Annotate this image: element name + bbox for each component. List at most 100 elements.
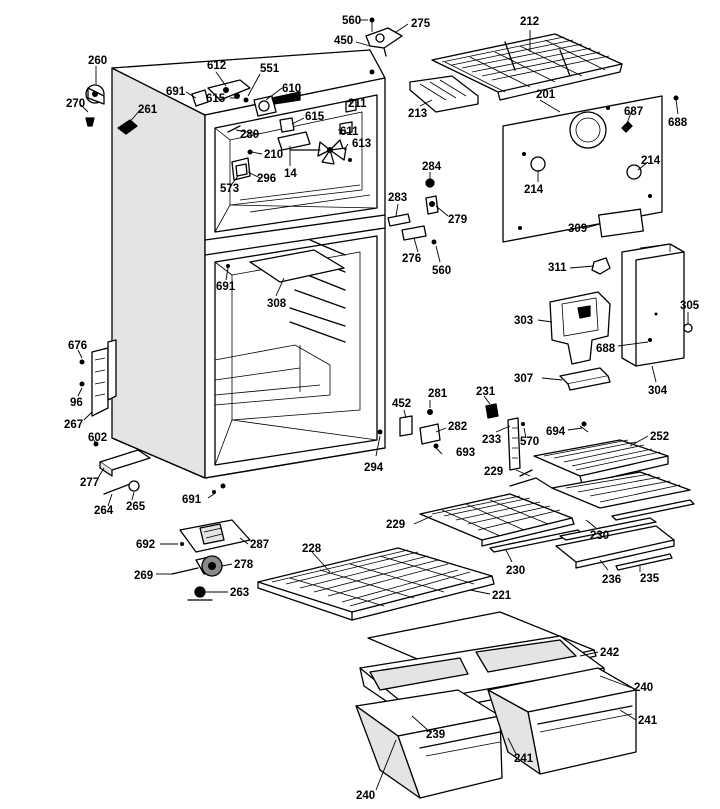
callout-278: 278 <box>234 559 254 571</box>
callout-294: 294 <box>364 462 384 474</box>
callout-691-b: 691 <box>216 281 236 293</box>
callout-613: 613 <box>352 138 371 150</box>
callout-264: 264 <box>94 505 114 517</box>
callout-231: 231 <box>476 386 496 398</box>
callout-267: 267 <box>64 419 83 431</box>
callout-303: 303 <box>514 315 533 327</box>
callout-239: 239 <box>426 729 445 741</box>
part-228-shelf <box>257 547 495 621</box>
callout-676: 676 <box>68 340 87 352</box>
callout-693: 693 <box>456 447 475 459</box>
part-229-shelf-upper <box>509 469 691 509</box>
callout-275: 275 <box>411 18 431 30</box>
callout-687: 687 <box>624 106 643 118</box>
part-201-evaporator-cover <box>502 95 679 243</box>
part-cluster-damper <box>387 178 439 245</box>
part-cluster-center-hardware <box>399 403 589 471</box>
callout-228: 228 <box>302 543 322 555</box>
callout-252: 252 <box>650 431 669 443</box>
callout-240-a: 240 <box>634 682 653 694</box>
part-229-shelf <box>419 493 575 547</box>
callout-240-b: 240 <box>356 790 375 802</box>
callout-308: 308 <box>267 298 287 310</box>
callout-211: 211 <box>348 98 367 110</box>
part-230-rails <box>489 499 695 553</box>
part-cluster-leveling <box>99 449 216 495</box>
callout-229-b: 229 <box>386 519 405 531</box>
callout-611: 611 <box>340 126 359 138</box>
part-307-bracket <box>559 367 611 391</box>
callout-691-a: 691 <box>166 86 186 98</box>
callout-694: 694 <box>546 426 566 438</box>
callout-287: 287 <box>250 539 269 551</box>
callout-96: 96 <box>70 397 83 409</box>
callout-560-b: 560 <box>432 265 451 277</box>
part-260-hinge <box>85 84 105 127</box>
callout-284: 284 <box>422 161 442 173</box>
leader-lines <box>77 19 689 791</box>
callout-296: 296 <box>257 173 276 185</box>
callout-241-a: 241 <box>638 715 658 727</box>
part-275-hinge <box>365 17 403 57</box>
callout-230-a: 230 <box>590 530 609 542</box>
part-303-control-housing <box>549 291 611 365</box>
callout-14: 14 <box>284 168 297 180</box>
callout-304: 304 <box>648 385 668 397</box>
part-241-crisper-drawer-right <box>487 667 637 775</box>
callout-236: 236 <box>602 574 621 586</box>
part-304-air-duct <box>621 243 693 367</box>
callout-235: 235 <box>640 573 660 585</box>
callout-233: 233 <box>482 434 501 446</box>
callout-281: 281 <box>428 388 448 400</box>
callout-214-b: 214 <box>641 155 661 167</box>
callout-311: 311 <box>548 262 567 274</box>
callout-570: 570 <box>520 436 539 448</box>
callout-610: 610 <box>282 83 301 95</box>
part-213-ice-tray <box>409 75 479 113</box>
callout-277: 277 <box>80 477 99 489</box>
fan-blade-icon <box>317 139 347 165</box>
callout-221: 221 <box>492 590 512 602</box>
callout-283: 283 <box>388 192 407 204</box>
callout-688-a: 688 <box>668 117 688 129</box>
part-239-crisper-frame <box>359 635 605 717</box>
callout-279: 279 <box>448 214 467 226</box>
part-236-drawer-frame <box>555 525 675 571</box>
callout-201: 201 <box>536 89 556 101</box>
callout-282: 282 <box>448 421 467 433</box>
part-240-crisper-drawer-left <box>355 689 503 799</box>
callout-210: 210 <box>264 149 283 161</box>
callout-615-a: 615 <box>206 93 226 105</box>
part-212-freezer-shelf <box>431 33 623 101</box>
callout-212: 212 <box>520 16 539 28</box>
callout-230-b: 230 <box>506 565 525 577</box>
part-261-trim <box>117 119 138 135</box>
callout-450: 450 <box>334 35 353 47</box>
part-311-clip <box>591 257 611 275</box>
callout-280: 280 <box>240 129 259 141</box>
callout-551: 551 <box>260 63 280 75</box>
callout-241-b: 241 <box>514 753 534 765</box>
callout-307: 307 <box>514 373 533 385</box>
callout-612: 612 <box>207 60 226 72</box>
callout-602: 602 <box>88 432 107 444</box>
callout-labels: 560 275 450 212 260 270 612 551 691 615 … <box>64 15 700 802</box>
part-309-label <box>598 208 644 238</box>
callout-452: 452 <box>392 398 411 410</box>
callout-573: 573 <box>220 183 239 195</box>
callout-214-a: 214 <box>524 184 544 196</box>
callout-242: 242 <box>600 647 619 659</box>
callout-261: 261 <box>138 104 158 116</box>
callout-270: 270 <box>66 98 85 110</box>
part-cluster-left-hardware <box>79 339 117 447</box>
callout-269: 269 <box>134 570 153 582</box>
callout-276: 276 <box>402 253 421 265</box>
callout-265: 265 <box>126 501 146 513</box>
callout-229-a: 229 <box>484 466 503 478</box>
callout-688-b: 688 <box>596 343 616 355</box>
part-cluster-freezer-controls <box>191 79 357 181</box>
callout-309: 309 <box>568 223 587 235</box>
callout-305: 305 <box>680 300 700 312</box>
